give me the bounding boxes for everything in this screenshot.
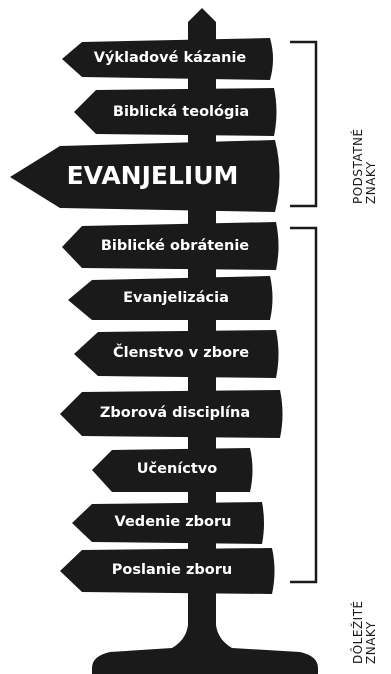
sign-shape-9	[72, 502, 264, 544]
sign-evanjelium: EVANJELIUM	[66, 161, 239, 190]
label-essential-line2: ZNAKY	[364, 161, 378, 204]
sign-vykladove-kazanie: Výkladové kázanie	[93, 50, 247, 66]
sign-shape-2	[74, 88, 277, 136]
label-important-marks: DÔLEŽITÉ ZNAKY	[351, 600, 378, 664]
bracket-important	[290, 226, 318, 584]
sign-evanjelizacia: Evanjelizácia	[123, 290, 229, 306]
sign-shape-7	[60, 390, 283, 438]
sign-ucenictvo: Učeníctvo	[136, 461, 218, 477]
sign-shape-6	[74, 330, 279, 378]
sign-shape-8	[92, 448, 253, 492]
sign-shape-10	[60, 548, 275, 594]
sign-poslanie-zboru: Poslanie zboru	[111, 562, 233, 578]
sign-shape-5	[68, 276, 273, 320]
sign-shape-4	[62, 222, 279, 270]
sign-biblicke-obratenie: Biblické obrátenie	[100, 238, 250, 254]
sign-shape-3	[10, 140, 280, 212]
sign-biblicka-teologia: Biblická teológia	[112, 104, 250, 120]
bracket-essential	[290, 40, 318, 208]
sign-vedenie-zboru: Vedenie zboru	[114, 514, 232, 530]
sign-zborova-disciplina: Zborová disciplína	[99, 405, 251, 421]
label-essential-marks: PODSTATNÉ ZNAKY	[351, 128, 378, 204]
sign-shape-1	[62, 38, 273, 80]
label-important-line2: ZNAKY	[364, 621, 378, 664]
sign-clenstvo-v-zbore: Členstvo v zbore	[112, 345, 250, 361]
